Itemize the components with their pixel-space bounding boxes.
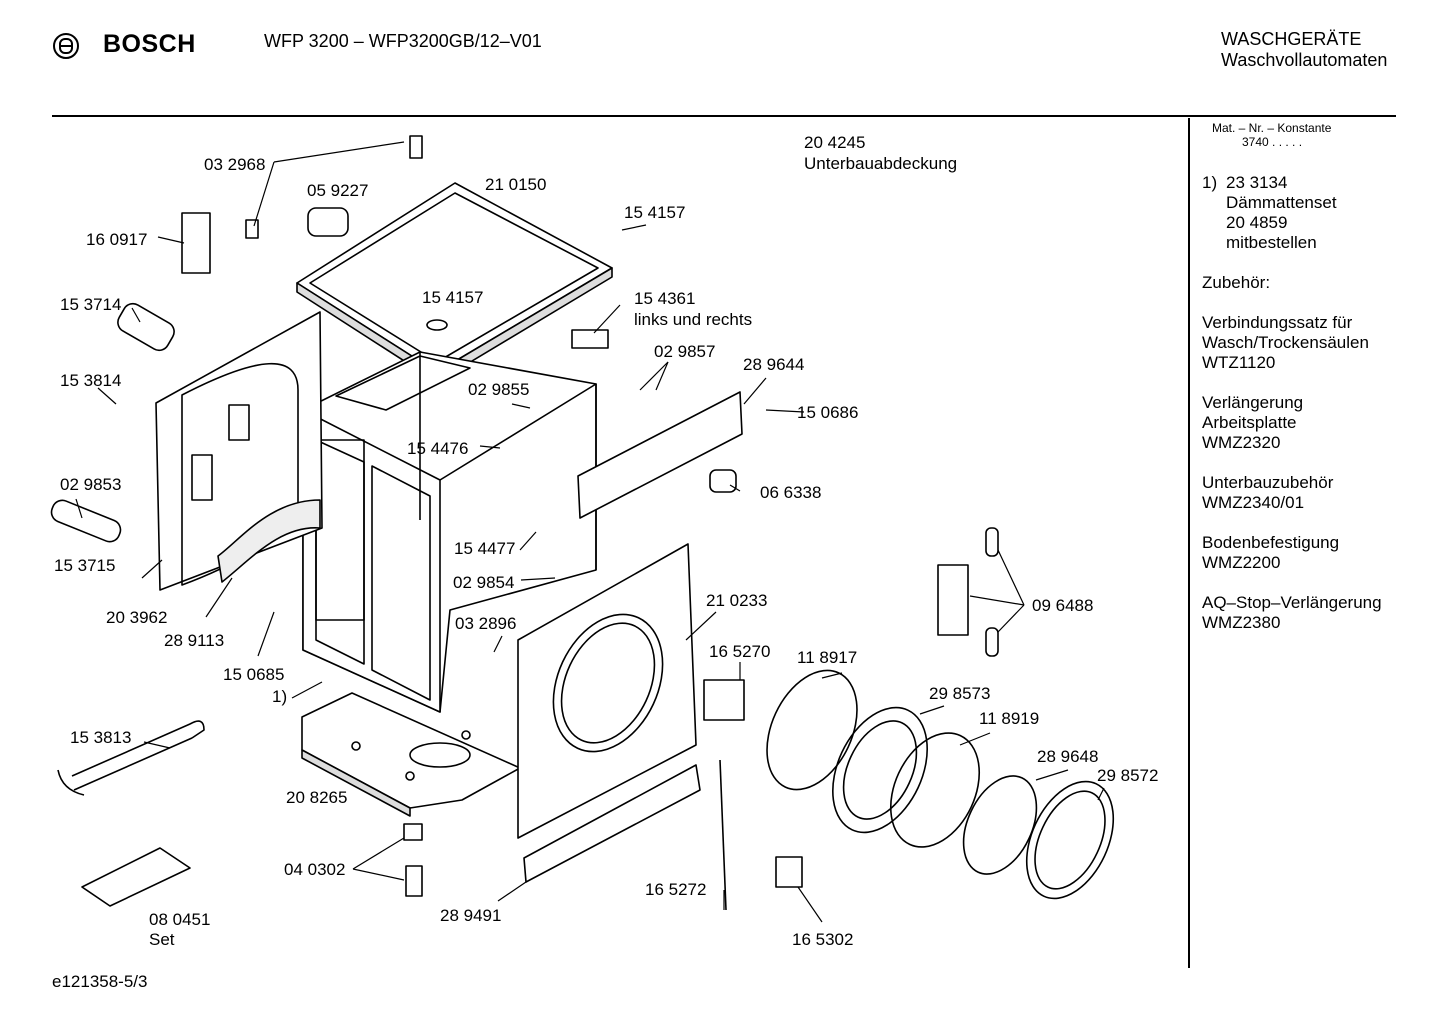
label-204245-desc: Unterbauabdeckung	[804, 154, 957, 173]
accessory-line: WMZ2320	[1202, 433, 1281, 452]
label-165272: 16 5272	[645, 880, 706, 899]
hinge-part	[937, 564, 969, 636]
accessory-line: WMZ2380	[1202, 613, 1281, 632]
kick-panel-part	[523, 764, 701, 883]
label-289644: 28 9644	[743, 355, 804, 374]
label-298572: 29 8572	[1097, 766, 1158, 785]
door-gasket-part	[766, 669, 858, 791]
label-165302: 16 5302	[792, 930, 853, 949]
label-160917: 16 0917	[86, 230, 147, 249]
label-150685: 15 0685	[223, 665, 284, 684]
accessory-line: Verlängerung	[1202, 393, 1304, 412]
rear-panel-part	[155, 311, 323, 591]
document-id: e121358-5/3	[52, 972, 148, 991]
note-line: 20 4859	[1226, 213, 1288, 232]
category-subtitle: Waschvollautomaten	[1221, 50, 1388, 70]
label-154157b: 15 4157	[422, 288, 483, 307]
mat-header: Mat. – Nr. – Konstante	[1212, 121, 1332, 135]
label-080451-desc: Set	[149, 930, 175, 949]
sidebar: Mat. – Nr. – Konstante 3740 . . . . . 1)…	[1202, 121, 1427, 633]
accessory-line: Verbindungssatz für	[1202, 313, 1353, 332]
leader-lines	[75, 141, 1105, 923]
accessory-item: Unterbauzubehör WMZ2340/01	[1202, 473, 1427, 513]
accessories-title: Zubehör:	[1202, 273, 1271, 292]
label-029854: 02 9854	[453, 573, 514, 592]
transport-bracket-part	[81, 847, 191, 907]
model-title: WFP 3200 – WFP3200GB/12–V01	[264, 31, 542, 51]
label-289113: 28 9113	[164, 631, 224, 650]
label-154477: 15 4477	[454, 539, 515, 558]
brand-name: BOSCH	[103, 30, 196, 58]
label-154157a: 15 4157	[624, 203, 685, 222]
note-line: Dämmattenset	[1226, 193, 1337, 212]
accessory-line: Unterbauzubehör	[1202, 473, 1334, 492]
header-divider	[52, 115, 1396, 117]
accessory-line: WTZ1120	[1202, 353, 1276, 372]
label-029857: 02 9857	[654, 342, 715, 361]
note-line: mitbestellen	[1226, 233, 1317, 252]
accessory-line: AQ–Stop–Verlängerung	[1202, 593, 1382, 612]
door-ring-part	[1025, 780, 1115, 900]
front-panel-part	[517, 543, 697, 839]
accessory-line: Bodenbefestigung	[1202, 533, 1340, 552]
wrench-part	[57, 720, 205, 796]
label-165270: 16 5270	[709, 642, 770, 661]
label-204245: 20 4245	[804, 133, 865, 152]
label-032896: 03 2896	[455, 614, 516, 633]
accessory-line: WMZ2340/01	[1202, 493, 1305, 512]
accessory-line: Wasch/Trockensäulen	[1202, 333, 1369, 352]
label-298573: 29 8573	[929, 684, 990, 703]
accessory-item: Verbindungssatz für Wasch/Trockensäulen …	[1202, 313, 1427, 373]
label-210150: 21 0150	[485, 175, 546, 194]
label-029853: 02 9853	[60, 475, 121, 494]
label-029855: 02 9855	[468, 380, 529, 399]
label-096488: 09 6488	[1032, 596, 1093, 615]
label-154361: 15 4361	[634, 289, 695, 308]
label-203962: 20 3962	[106, 608, 167, 627]
label-153714: 15 3714	[60, 295, 121, 314]
label-118919: 11 8919	[979, 709, 1039, 728]
label-154476: 15 4476	[407, 439, 468, 458]
label-208265: 20 8265	[286, 788, 347, 807]
accessory-item: AQ–Stop–Verlängerung WMZ2380	[1202, 593, 1427, 633]
control-rail-part	[577, 391, 743, 519]
sidebar-divider	[1188, 118, 1190, 968]
label-153715: 15 3715	[54, 556, 115, 575]
label-066338: 06 6338	[760, 483, 821, 502]
label-059227: 05 9227	[307, 181, 368, 200]
label-210233: 21 0233	[706, 591, 767, 610]
top-cover-part	[296, 182, 613, 373]
konstante-value: 3740 . . . . .	[1242, 135, 1303, 149]
cabinet-part	[302, 351, 597, 713]
label-289648: 28 9648	[1037, 747, 1098, 766]
part-labels: 20 4245 Unterbauabdeckung 03 2968 05 922…	[54, 133, 1158, 949]
label-154361-desc: links und rechts	[634, 310, 752, 329]
exploded-parts-diagram: 20 4245 Unterbauabdeckung 03 2968 05 922…	[50, 133, 1158, 949]
sidebar-note: 1) 23 3134 Dämmattenset 20 4859 mitbeste…	[1202, 173, 1427, 253]
category-title: WASCHGERÄTE	[1221, 29, 1362, 49]
label-153813: 15 3813	[70, 728, 131, 747]
label-040302: 04 0302	[284, 860, 345, 879]
label-note1: 1)	[272, 687, 287, 706]
label-153814: 15 3814	[60, 371, 121, 390]
note-line: 23 3134	[1226, 173, 1288, 192]
accessory-item: Verlängerung Arbeitsplatte WMZ2320	[1202, 393, 1427, 453]
label-032968: 03 2968	[204, 155, 265, 174]
base-part	[301, 692, 521, 817]
accessory-item: Bodenbefestigung WMZ2200	[1202, 533, 1427, 573]
bosch-logo-icon	[53, 33, 79, 59]
label-150686: 15 0686	[797, 403, 858, 422]
note-marker: 1)	[1202, 173, 1218, 192]
label-080451: 08 0451	[149, 910, 210, 929]
label-289491: 28 9491	[440, 906, 501, 925]
drawing-parts	[50, 135, 1115, 911]
accessory-line: WMZ2200	[1202, 553, 1281, 572]
label-118917: 11 8917	[797, 648, 857, 667]
accessory-line: Arbeitsplatte	[1202, 413, 1297, 432]
